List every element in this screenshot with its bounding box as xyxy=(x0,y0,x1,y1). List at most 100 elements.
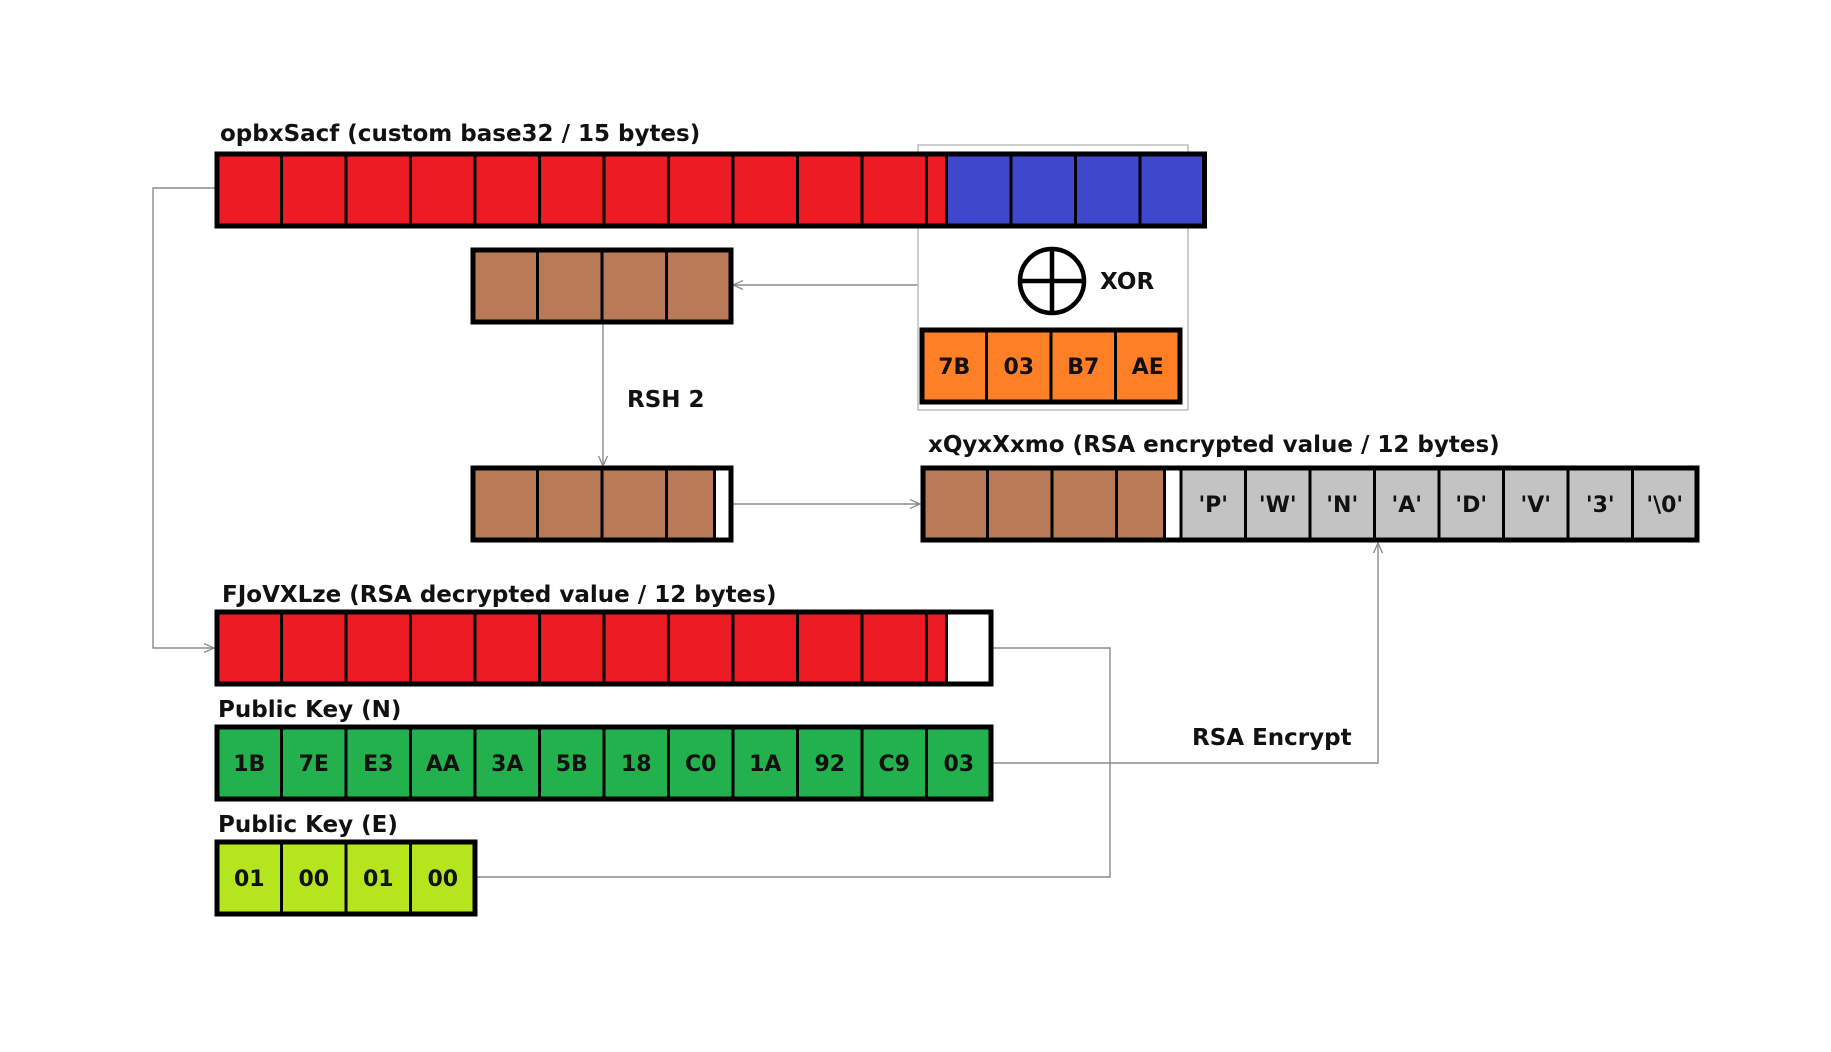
opbx-to-fjov-connector xyxy=(152,187,217,648)
pubn-row-cell-label: C9 xyxy=(879,752,910,777)
pubn-row-cell-label: 1A xyxy=(749,752,781,777)
xqyx-row-cell xyxy=(921,466,989,542)
xqyx-row-cell xyxy=(1050,466,1118,542)
xqyx-row-border xyxy=(920,465,1700,543)
fjov-row-cell xyxy=(409,610,477,686)
opbx-row-cell xyxy=(1074,152,1142,228)
fjov-row-cell xyxy=(280,610,348,686)
fjov-row-cell xyxy=(731,610,799,686)
xqyx-row: 'P' 'W' 'N' 'A' 'D' 'V' '3' '\0' xyxy=(920,465,1700,543)
xqyx-row-cell-label: 'A' xyxy=(1392,493,1423,518)
xqyx-row-cell xyxy=(1373,466,1441,542)
fjov-row-cell xyxy=(925,610,948,686)
fjov-row-cell xyxy=(945,610,993,686)
shifted-row xyxy=(470,465,734,543)
pubn-row-cell-label: 3A xyxy=(491,752,523,777)
opbx-row-border xyxy=(214,151,1207,229)
fjov-row-cell xyxy=(538,610,606,686)
xor-result-row-cell xyxy=(665,248,733,324)
xor-result-row-border xyxy=(470,247,734,325)
fjov-row-cell xyxy=(796,610,864,686)
pube-row-border xyxy=(214,839,478,917)
xor-key-row-cell-label: B7 xyxy=(1067,355,1099,380)
pubn-row-cell-label: 92 xyxy=(814,752,845,777)
opbx-row-cell xyxy=(1138,152,1206,228)
xor-result-row xyxy=(470,247,734,325)
xor-result-row-cell xyxy=(536,248,604,324)
fjov-row-cell xyxy=(602,610,670,686)
opbx-row-cell xyxy=(860,152,928,228)
opbx-row-cell xyxy=(344,152,412,228)
xqyx-row-cell-label: 'N' xyxy=(1326,493,1358,518)
pubn-row-cell-label: 03 xyxy=(943,752,974,777)
shifted-row-cell xyxy=(471,466,539,542)
pubn-row-cell-label: E3 xyxy=(363,752,393,777)
pube-row-cell-label: 00 xyxy=(298,867,329,892)
pube-row: 01 00 01 00 xyxy=(214,839,478,917)
xqyx-row-cell xyxy=(1179,466,1247,542)
pubn-row-cell-label: 5B xyxy=(556,752,588,777)
opbx-row-cell xyxy=(796,152,864,228)
pubn-title: Public Key (N) xyxy=(218,697,401,723)
pubn-row: 1B 7E E3 AA 3A 5B 18 C0 1A 92 C9 03 xyxy=(214,724,994,802)
pubn-row-cell-label: 1B xyxy=(233,752,265,777)
rsh-label: RSH 2 xyxy=(627,387,705,413)
pubn-row-cell-label: 18 xyxy=(621,752,652,777)
xor-key-row-cell-label: 03 xyxy=(1003,355,1034,380)
shifted-row-border xyxy=(470,465,734,543)
pube-row-cell-label: 00 xyxy=(427,867,458,892)
pubn-row-cell-label: 7E xyxy=(299,752,329,777)
opbx-row-cell xyxy=(280,152,348,228)
xqyx-row-cell-label: 'D' xyxy=(1455,493,1487,518)
xqyx-row-cell-label: 'V' xyxy=(1521,493,1552,518)
opbx-row-cell xyxy=(215,152,283,228)
opbx-row-cell xyxy=(667,152,735,228)
xqyx-row-cell xyxy=(986,466,1054,542)
pubn-row-cell-label: C0 xyxy=(685,752,716,777)
xqyx-row-cell-label: '\0' xyxy=(1646,493,1683,518)
fjov-row-cell xyxy=(344,610,412,686)
opbx-title: opbxSacf (custom base32 / 15 bytes) xyxy=(220,121,700,147)
xqyx-title: xQyxXxmo (RSA encrypted value / 12 bytes… xyxy=(928,432,1500,458)
opbx-row xyxy=(214,151,1207,229)
opbx-row-cell xyxy=(473,152,541,228)
fjov-row-border xyxy=(214,609,994,687)
shifted-row-cell xyxy=(665,466,716,542)
xor-label: XOR xyxy=(1100,269,1154,295)
rsa-encrypt-connector xyxy=(991,543,1378,764)
pubn-row-cell xyxy=(602,725,670,801)
xqyx-row-cell-label: 'W' xyxy=(1259,493,1297,518)
rsa-encrypt-label: RSA Encrypt xyxy=(1192,725,1352,751)
fjov-row-cell xyxy=(215,610,283,686)
fjov-row-cell xyxy=(667,610,735,686)
pube-row-cell-label: 01 xyxy=(234,867,265,892)
fjov-row-cell xyxy=(473,610,541,686)
opbx-row-cell xyxy=(538,152,606,228)
xqyx-row-cell-label: '3' xyxy=(1586,493,1615,518)
opbx-row-cell xyxy=(602,152,670,228)
xor-key-row-border xyxy=(919,327,1183,405)
pubn-row-border xyxy=(214,724,994,802)
pube-row-cell-label: 01 xyxy=(363,867,394,892)
fjov-title: FJoVXLze (RSA decrypted value / 12 bytes… xyxy=(222,582,776,608)
fjov-row xyxy=(214,609,994,687)
fjov-row-cell xyxy=(860,610,928,686)
xor-symbol-icon xyxy=(1017,246,1087,316)
opbx-row-cell xyxy=(945,152,1013,228)
xor-result-row-cell xyxy=(471,248,539,324)
shifted-row-cell xyxy=(600,466,668,542)
xor-key-row-cell-label: 7B xyxy=(938,355,970,380)
xqyx-row-cell xyxy=(1163,466,1183,542)
opbx-row-cell xyxy=(1009,152,1077,228)
xor-key-row-cell xyxy=(1114,328,1182,404)
xor-result-row-cell xyxy=(600,248,668,324)
xqyx-row-cell xyxy=(1115,466,1166,542)
connector-lines xyxy=(152,187,1378,878)
pubn-row-cell-label: AA xyxy=(426,752,460,777)
xqyx-row-cell-label: 'P' xyxy=(1198,493,1228,518)
opbx-row-cell xyxy=(731,152,799,228)
